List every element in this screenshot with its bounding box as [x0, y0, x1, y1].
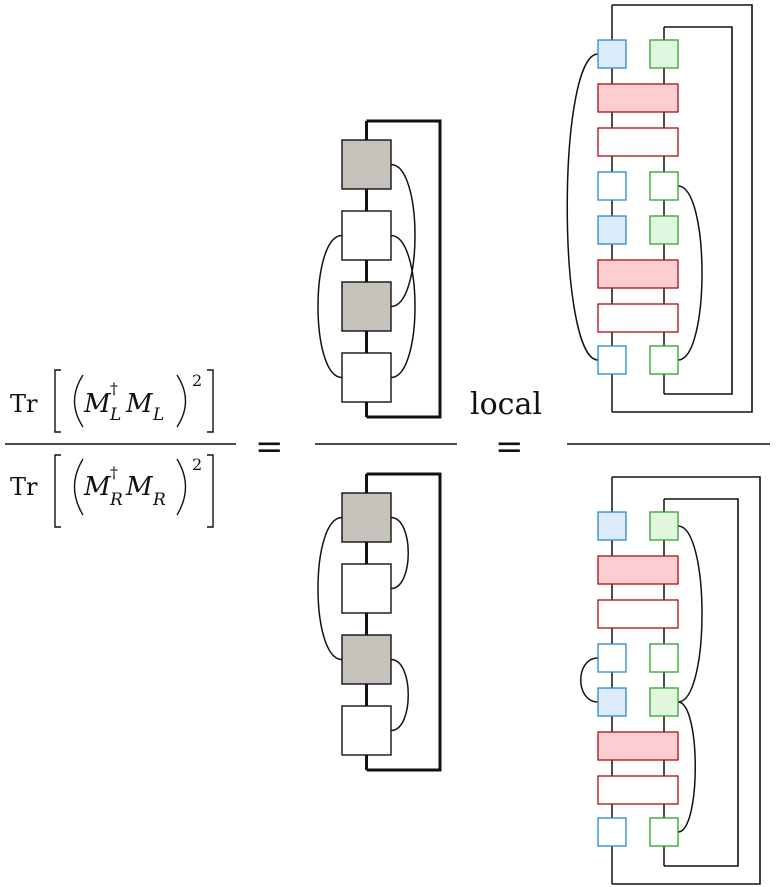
tensor-chain-top [317, 119, 442, 419]
right-top-blue-loop-left-0-3 [566, 53, 599, 361]
tensor-m-dagger [341, 210, 392, 261]
two-site-gate [597, 555, 679, 585]
local-label: local [470, 387, 542, 422]
mid-top-loop-right-1-3 [390, 234, 416, 379]
right-bot-blue-loop-left-1-2 [580, 657, 599, 703]
left-bracket-bottom [54, 454, 61, 528]
left-bracket-top [54, 369, 61, 433]
green-site-tensor-dagger [649, 345, 679, 375]
tensor-m [341, 634, 392, 685]
matrix-symbol-top-b: M [125, 389, 154, 419]
equals-sign-first: = [255, 427, 284, 467]
mid-top-loop-left-1-3 [317, 234, 343, 379]
matrix-symbol-bottom: M [83, 472, 112, 502]
blue-site-tensor [597, 687, 627, 717]
left-paren-bottom [73, 458, 84, 516]
exponent-top: 2 [192, 371, 202, 390]
subscript-top-a: L [109, 405, 121, 425]
blue-site-tensor-dagger [597, 643, 627, 673]
local-network-top [566, 4, 753, 413]
right-bot-green-loop-right-0-2 [677, 525, 703, 703]
matrix-symbol-bottom-b: M [125, 472, 154, 502]
left-paren-top [73, 374, 84, 428]
local-network-bottom [580, 476, 761, 885]
tensor-m-dagger [341, 352, 392, 403]
right-top-green-loop-right-1-3 [677, 185, 703, 361]
two-site-gate [597, 259, 679, 289]
two-site-gate-dagger [597, 775, 679, 805]
trace-ratio-expression: Tr M † L M L 2 Tr M † R M R 2 [5, 369, 236, 528]
tensor-m-dagger [341, 563, 392, 614]
two-site-gate-dagger [597, 599, 679, 629]
blue-site-tensor [597, 39, 627, 69]
trace-operator-bottom: Tr [10, 473, 38, 501]
right-bot-outer-trace-loop [612, 476, 761, 885]
green-site-tensor [649, 39, 679, 69]
right-top-outer-trace-loop [612, 4, 753, 413]
blue-site-tensor [597, 215, 627, 245]
blue-site-tensor-dagger [597, 171, 627, 201]
tensor-m [341, 492, 392, 543]
two-site-gate-dagger [597, 303, 679, 333]
matrix-symbol-top: M [83, 389, 112, 419]
dagger-top: † [110, 379, 118, 398]
numerator-expression: Tr M † L M L 2 [10, 369, 214, 433]
right-bot-green-loop-right-2-3 [677, 701, 696, 833]
blue-site-tensor [597, 511, 627, 541]
right-bot-inner-trace-loop [664, 498, 739, 867]
green-site-tensor-dagger [649, 817, 679, 847]
right-bracket-top [207, 369, 214, 433]
subscript-bottom-b: R [152, 490, 166, 510]
tensor-m [341, 139, 392, 190]
tensor-m [341, 281, 392, 332]
exponent-bottom: 2 [192, 455, 202, 474]
mid-top-loop-right-0-2 [390, 163, 416, 308]
equals-sign-second: = [495, 427, 524, 467]
mid-top-trace-loop [366, 119, 442, 419]
denominator-expression: Tr M † R M R 2 [10, 454, 214, 528]
right-top-inner-trace-loop [664, 26, 733, 395]
right-paren-top [176, 374, 187, 428]
right-bracket-bottom [207, 454, 214, 528]
green-site-tensor [649, 687, 679, 717]
subscript-top-b: L [152, 405, 164, 425]
blue-site-tensor-dagger [597, 817, 627, 847]
tensor-m-dagger [341, 705, 392, 756]
green-site-tensor [649, 511, 679, 541]
green-site-tensor [649, 215, 679, 245]
subscript-bottom-a: R [109, 490, 123, 510]
trace-operator-top: Tr [10, 390, 38, 418]
blue-site-tensor-dagger [597, 345, 627, 375]
mid-bot-loop-left-0-2 [317, 516, 343, 661]
mid-bot-loop-right-2-3 [390, 658, 409, 732]
green-site-tensor-dagger [649, 171, 679, 201]
two-site-gate [597, 731, 679, 761]
right-paren-bottom [176, 458, 187, 516]
dagger-bottom: † [110, 463, 118, 482]
mid-bot-trace-loop [366, 472, 442, 772]
tensor-chain-bottom [317, 472, 442, 772]
green-site-tensor-dagger [649, 643, 679, 673]
mid-bot-loop-right-0-1 [390, 516, 409, 590]
two-site-gate-dagger [597, 127, 679, 157]
two-site-gate [597, 83, 679, 113]
